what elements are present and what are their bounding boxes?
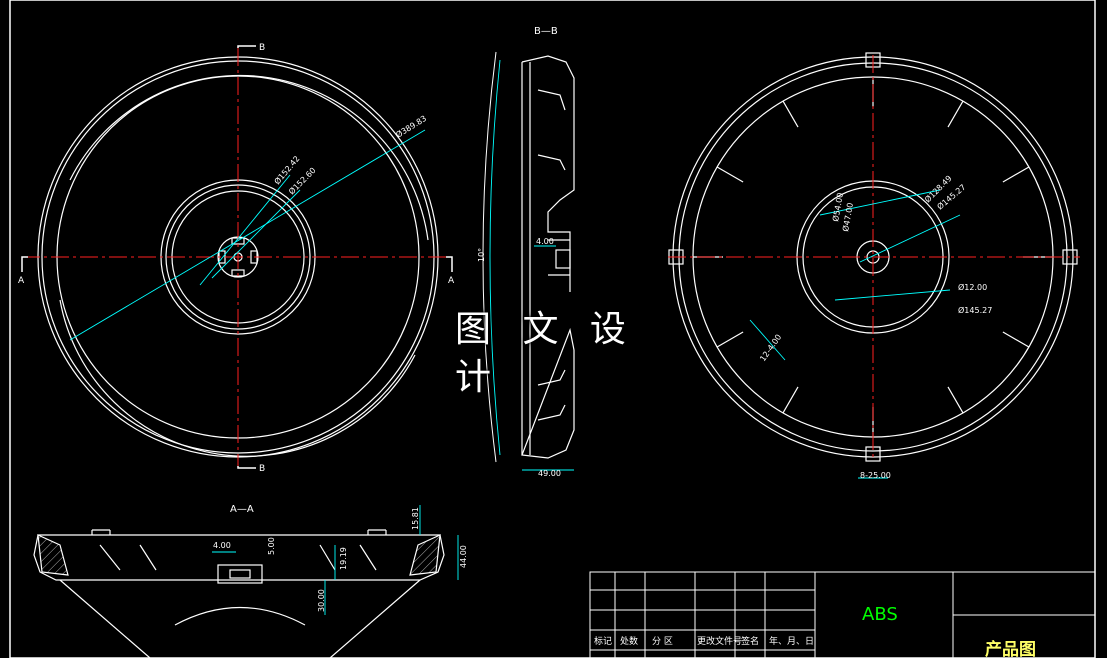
rear-rib <box>782 386 799 414</box>
section-bb-title: B—B <box>534 26 558 37</box>
drawing-name: 产品图 <box>985 639 1036 658</box>
section-label-b-top: B <box>259 43 265 53</box>
section-aa-title: A—A <box>230 504 254 515</box>
dim-aa-4: 4.00 <box>213 541 231 550</box>
rear-rib <box>947 386 964 414</box>
rear-rib <box>1002 166 1030 183</box>
dim-aa-44: 44.00 <box>459 545 468 568</box>
dim-aa-30: 30.00 <box>317 589 326 612</box>
rear-rib <box>782 100 799 128</box>
section-bb-dimension-lines <box>489 59 574 471</box>
tb-header: 分 区 <box>652 636 673 647</box>
section-bb-view <box>521 55 575 459</box>
rear-rib <box>716 331 744 348</box>
tb-header: 更改文件号 <box>697 635 742 647</box>
dim-bb-49: 49.00 <box>538 469 561 478</box>
dim-rear-145b: Ø145.27 <box>958 305 992 315</box>
drawing-frame <box>9 0 1096 658</box>
dim-rear-slot: 8-25.00 <box>860 471 891 480</box>
section-label-a-left: A <box>18 276 25 286</box>
title-block-headers: 标记 处数 分 区 更改文件号 签名 年、月、日 <box>594 635 814 647</box>
dim-aa-19: 19.19 <box>339 547 348 570</box>
section-aa-dimension-lines <box>212 505 459 615</box>
dim-aa-15: 15.81 <box>411 507 420 530</box>
tb-header: 处数 <box>620 635 638 647</box>
front-centerlines <box>22 48 452 466</box>
dim-bb-4: 4.00 <box>536 237 554 246</box>
tb-header: 标记 <box>594 635 612 647</box>
section-label-a-right: A <box>448 276 455 286</box>
section-aa-view <box>33 529 445 658</box>
rear-rib <box>947 100 964 128</box>
front-section-markers <box>21 45 453 469</box>
dim-rear-rib-count: 12-4.00 <box>758 333 783 363</box>
dim-rear-12: Ø12.00 <box>958 282 987 292</box>
rear-rib <box>1002 331 1030 348</box>
front-dimension-lines <box>69 129 426 341</box>
dim-outer-diameter: Ø389.83 <box>394 113 428 140</box>
rear-dimension-lines <box>749 189 961 479</box>
dim-bb-angle: 10° <box>477 248 486 262</box>
dim-aa-5: 5.00 <box>267 537 276 555</box>
section-bb-outer-curve <box>482 51 497 463</box>
tb-header: 年、月、日 <box>769 635 814 647</box>
tb-header: 签名 <box>741 635 759 647</box>
section-label-b-bottom: B <box>259 464 265 474</box>
title-block <box>589 571 1096 658</box>
rear-rib <box>716 166 744 183</box>
material-label: ABS <box>862 604 898 625</box>
rear-centerlines <box>668 55 1080 460</box>
